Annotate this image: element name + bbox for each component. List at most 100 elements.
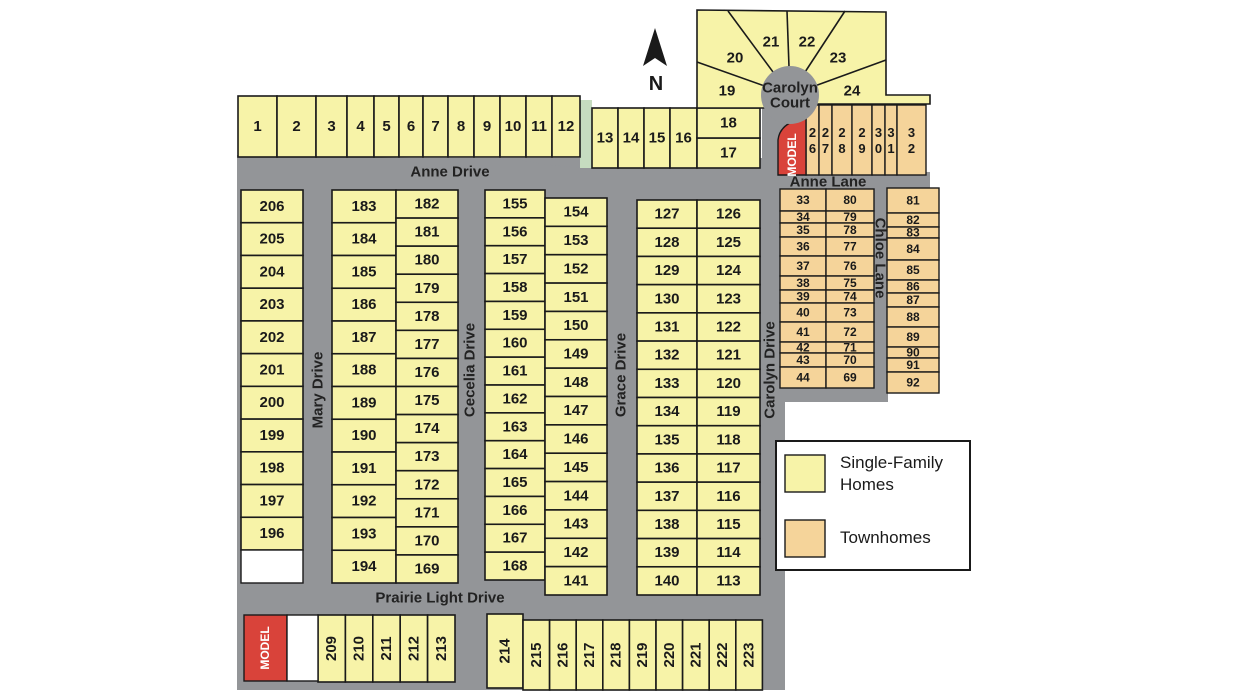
lot[interactable]	[484, 439, 546, 470]
lot-number[interactable]: 21	[763, 34, 780, 51]
lot[interactable]	[240, 385, 304, 420]
lot[interactable]	[544, 197, 608, 228]
lot[interactable]	[544, 395, 608, 426]
lot[interactable]	[499, 95, 527, 158]
lot[interactable]	[696, 509, 761, 540]
lot[interactable]	[395, 217, 459, 247]
lot[interactable]	[896, 104, 927, 176]
lot[interactable]	[426, 614, 456, 683]
lot[interactable]	[525, 95, 553, 158]
lot[interactable]	[395, 497, 459, 528]
lot[interactable]	[636, 565, 698, 596]
lot[interactable]	[240, 418, 304, 453]
lot[interactable]	[484, 328, 546, 358]
lot[interactable]	[825, 366, 875, 389]
lot[interactable]	[447, 95, 475, 158]
lot[interactable]	[548, 619, 577, 691]
lot[interactable]	[395, 301, 459, 332]
lot[interactable]	[522, 619, 551, 691]
lot[interactable]	[696, 227, 761, 258]
lot[interactable]	[484, 495, 546, 526]
lot[interactable]	[331, 451, 397, 486]
lot-number[interactable]: 23	[830, 50, 847, 67]
lot[interactable]	[395, 554, 459, 584]
lot[interactable]	[240, 221, 304, 257]
lot[interactable]	[696, 537, 761, 568]
lot[interactable]	[315, 95, 348, 158]
lot[interactable]	[544, 225, 608, 256]
lot[interactable]	[544, 282, 608, 313]
lot[interactable]	[636, 368, 698, 399]
lot[interactable]	[240, 516, 304, 551]
lot[interactable]	[484, 189, 546, 219]
lot[interactable]	[544, 565, 608, 596]
lot-number: 213	[433, 636, 450, 661]
lot[interactable]	[398, 95, 424, 158]
lot[interactable]	[636, 453, 698, 483]
lot[interactable]	[240, 254, 304, 289]
lot[interactable]	[473, 95, 501, 158]
lot[interactable]	[655, 619, 684, 691]
lot[interactable]	[484, 356, 546, 386]
lot[interactable]	[575, 619, 604, 691]
lot[interactable]	[395, 469, 459, 500]
lot[interactable]	[544, 338, 608, 369]
lot[interactable]	[240, 352, 304, 388]
lot[interactable]	[240, 320, 304, 355]
lot[interactable]	[696, 368, 761, 399]
lot[interactable]	[395, 441, 459, 472]
lot[interactable]	[544, 424, 608, 455]
lot[interactable]	[399, 614, 429, 683]
lot[interactable]	[886, 187, 940, 214]
lot[interactable]	[636, 481, 698, 512]
lot[interactable]	[373, 95, 400, 158]
lot[interactable]	[486, 613, 524, 689]
lot[interactable]	[484, 523, 546, 553]
lot[interactable]	[696, 453, 761, 483]
lot[interactable]	[395, 357, 459, 388]
lot[interactable]	[551, 95, 581, 158]
lot-number: 147	[563, 402, 588, 419]
lot[interactable]	[544, 367, 608, 398]
lot[interactable]	[544, 480, 608, 511]
lot[interactable]	[669, 107, 698, 169]
lot-number: 133	[654, 375, 679, 392]
lot[interactable]	[636, 199, 698, 230]
lot[interactable]	[331, 320, 397, 355]
lot[interactable]	[395, 413, 459, 444]
lot[interactable]	[643, 107, 671, 169]
lot[interactable]	[886, 371, 940, 394]
lot[interactable]	[331, 189, 397, 224]
lot[interactable]	[484, 551, 546, 581]
lot[interactable]	[696, 283, 761, 314]
lot-number[interactable]: 22	[799, 34, 816, 51]
lot[interactable]	[617, 107, 645, 169]
lot[interactable]	[696, 340, 761, 371]
lot[interactable]	[331, 483, 397, 519]
lot[interactable]	[237, 95, 278, 158]
lot[interactable]	[696, 199, 761, 230]
lot[interactable]	[240, 483, 304, 519]
lot[interactable]	[708, 619, 737, 691]
lot[interactable]	[331, 549, 397, 584]
lot[interactable]	[734, 619, 764, 691]
lot-number[interactable]: 19	[719, 83, 736, 100]
lot[interactable]	[601, 619, 631, 691]
lot[interactable]	[636, 227, 698, 258]
lot[interactable]	[696, 424, 761, 455]
lot[interactable]	[346, 95, 375, 158]
legend-single-family-label: Single-Family	[840, 453, 943, 472]
lot-number[interactable]: 24	[844, 83, 861, 100]
lot[interactable]	[696, 565, 761, 596]
lot[interactable]	[484, 300, 546, 331]
lot[interactable]	[395, 329, 459, 360]
lot[interactable]	[696, 107, 761, 139]
lot[interactable]	[331, 221, 397, 257]
lot[interactable]	[484, 244, 546, 275]
lot[interactable]	[696, 255, 761, 286]
lot-number[interactable]: 20	[727, 50, 744, 67]
lot-number: 10	[505, 118, 522, 135]
lot[interactable]	[331, 385, 397, 421]
lot[interactable]	[331, 287, 397, 322]
lot[interactable]	[636, 396, 698, 427]
